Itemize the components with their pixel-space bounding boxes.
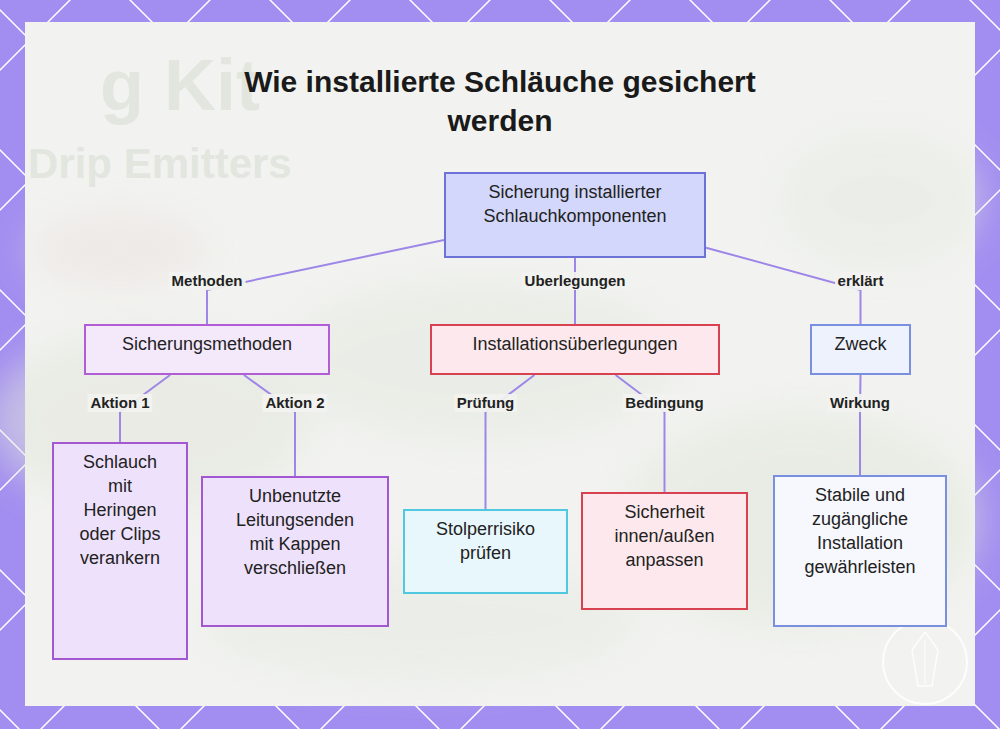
diagram-title: Wie installierte Schläuche gesichert wer… <box>225 62 775 140</box>
effect-box: Stabile und zugängliche Installation gew… <box>773 475 947 627</box>
connector-line <box>120 375 170 442</box>
edge-label: Bedingung <box>622 394 706 412</box>
edge-label: erklärt <box>835 272 887 290</box>
connector-line <box>616 375 665 492</box>
root-box: Sicherung installierter Schlauchkomponen… <box>444 172 706 258</box>
connector-line <box>859 375 862 475</box>
condition-box: Sicherheit innen/außen anpassen <box>581 492 748 610</box>
node-text: Installationsüberlegungen <box>442 332 708 356</box>
category-box: Zweck <box>810 324 911 375</box>
connector-line <box>207 240 444 324</box>
edge-label: Prüfung <box>454 394 518 412</box>
connector-line <box>706 248 861 324</box>
edge-label: Methoden <box>169 272 246 290</box>
action-box: Schlauch mit Heringen oder Clips veranke… <box>52 442 188 660</box>
category-box: Sicherungsmethoden <box>84 324 330 375</box>
panel <box>25 22 975 706</box>
edge-label: Aktion 1 <box>87 394 152 412</box>
connector-line <box>574 258 576 324</box>
check-box: Stolperrisiko prüfen <box>403 509 568 594</box>
node-text: Zweck <box>818 332 903 356</box>
watermark-text: g Kit <box>100 44 260 126</box>
action-box: Unbenutzte Leitungsenden mit Kappen vers… <box>201 476 389 627</box>
watermark-text: Drip Emitters <box>28 140 292 188</box>
category-box: Installationsüberlegungen <box>430 324 720 375</box>
faded-photo <box>0 130 980 680</box>
node-text: Stolperrisiko prüfen <box>420 517 551 565</box>
node-text: Unbenutzte Leitungsenden mit Kappen vers… <box>228 484 362 580</box>
node-text: Stabile und zugängliche Installation gew… <box>790 483 930 579</box>
node-text: Sicherheit innen/außen anpassen <box>603 500 726 572</box>
connector-line <box>244 375 295 476</box>
node-text: Schlauch mit Heringen oder Clips veranke… <box>72 450 168 570</box>
node-text: Sicherung installierter Schlauchkomponen… <box>468 180 682 228</box>
logo-badge <box>883 620 967 704</box>
node-text: Sicherungsmethoden <box>96 332 318 356</box>
connector-line <box>486 375 535 509</box>
